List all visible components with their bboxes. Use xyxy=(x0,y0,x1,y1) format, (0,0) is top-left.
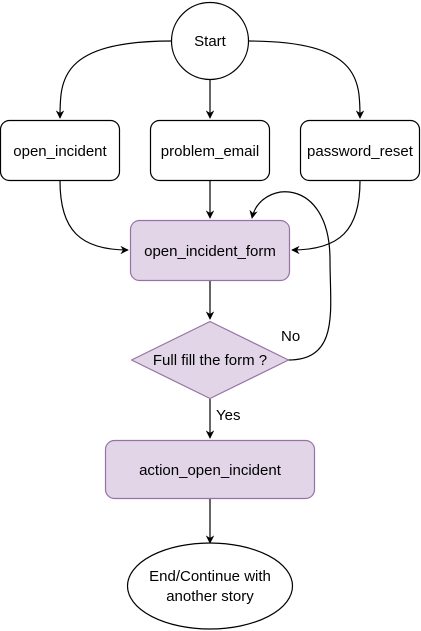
action-open-incident-label: action_open_incident xyxy=(139,462,282,479)
action-open-incident-node: action_open_incident xyxy=(104,439,316,500)
decision-label: Full fill the form ? xyxy=(153,352,267,369)
edge-start-to-open-incident xyxy=(55,40,173,119)
edge-decision-no-loop xyxy=(249,191,332,361)
open-incident-node: open_incident xyxy=(0,119,121,182)
decision-node: Full fill the form ? xyxy=(130,320,290,400)
edge-open-incident-to-form xyxy=(59,180,129,255)
open-incident-label: open_incident xyxy=(13,143,107,160)
password-reset-label: password_reset xyxy=(307,143,414,160)
open-incident-form-node: open_incident_form xyxy=(129,219,291,282)
password-reset-node: password_reset xyxy=(299,119,421,182)
edge-start-to-password-reset xyxy=(247,40,365,119)
end-label-line2: another story xyxy=(166,588,254,605)
open-incident-form-label: open_incident_form xyxy=(144,243,276,260)
problem-email-label: problem_email xyxy=(161,143,259,160)
end-label-line1: End/Continue with xyxy=(149,568,271,585)
edge-label-yes: Yes xyxy=(216,407,240,424)
edge-password-reset-to-form xyxy=(291,180,361,255)
end-node: End/Continue with another story xyxy=(126,542,294,630)
start-label: Start xyxy=(194,33,227,50)
problem-email-node: problem_email xyxy=(149,119,271,182)
edges xyxy=(55,40,365,544)
edge-label-no: No xyxy=(281,328,300,345)
start-node: Start xyxy=(170,1,250,81)
